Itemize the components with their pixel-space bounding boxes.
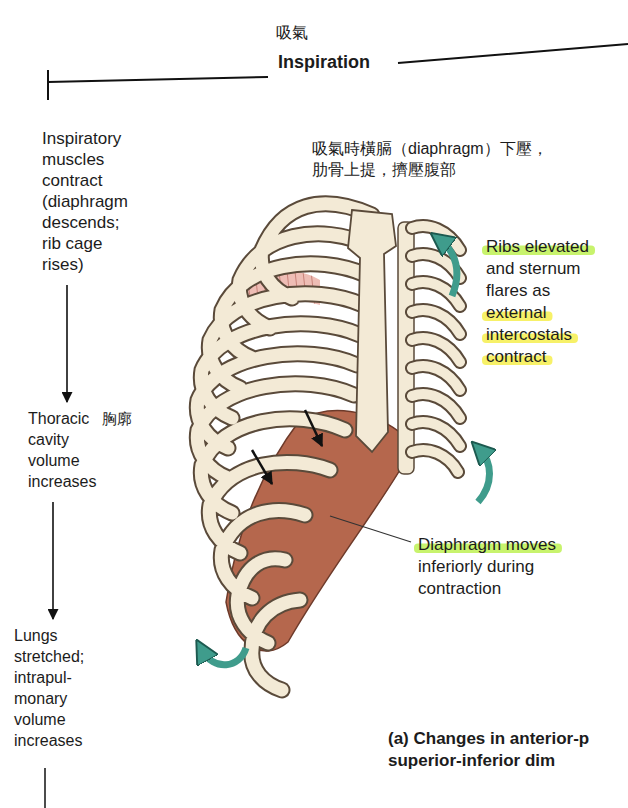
leader-line <box>330 516 411 542</box>
diaphragm-muscle <box>226 411 414 651</box>
flow-step: Lungs stretched; intrapul-monary volume … <box>14 625 96 751</box>
annotation-chinese: 吸氣時橫膈（diaphragm）下壓， 肋骨上提，擠壓腹部 <box>312 138 551 180</box>
flow-arrow <box>66 285 68 402</box>
sternum <box>348 210 396 452</box>
flow-arrow <box>52 502 54 619</box>
movement-arrow <box>202 648 246 665</box>
phase-title: Inspiration <box>278 52 370 73</box>
posterior-rib-outline <box>412 226 460 472</box>
movement-arrow <box>478 450 490 502</box>
rib-outline <box>197 204 372 690</box>
rib <box>197 204 372 690</box>
annotation-chinese: 吸氣 <box>276 22 308 43</box>
descent-arrow <box>305 410 322 446</box>
flow-step: Thoracic cavity volume increases <box>28 408 100 492</box>
step-text: Lungs stretched; intrapul-monary volume … <box>14 625 96 751</box>
callout-label: Ribs elevated and sternum flares as exte… <box>486 236 608 368</box>
step-text: Thoracic cavity volume increases <box>28 408 100 492</box>
callout-label: Diaphragm moves inferiorly during contra… <box>418 534 578 600</box>
phase-bracket <box>48 44 628 100</box>
flow-step: Inspiratory muscles contract (diaphragm … <box>42 128 136 275</box>
descent-arrow <box>252 450 272 484</box>
figure-caption: (a) Changes in anterior-p superior-infer… <box>388 728 624 772</box>
step-text: Inspiratory muscles contract (diaphragm … <box>42 128 136 275</box>
posterior-rib <box>412 226 460 472</box>
movement-arrow <box>440 240 457 296</box>
flow-line <box>44 768 46 808</box>
annotation-chinese: 胸廓 <box>102 409 132 429</box>
